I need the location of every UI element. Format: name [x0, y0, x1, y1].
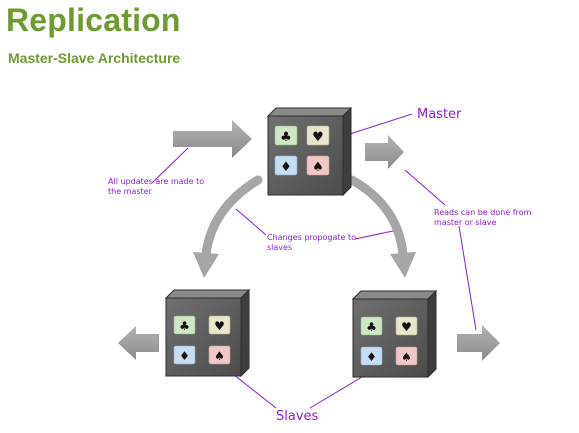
suit-diamonds: ♦ [179, 349, 190, 363]
slave-server-left: ♣ ♥ ♦ ♠ [164, 288, 251, 378]
card-hearts-beige [306, 125, 330, 146]
right-slave-read-arrow [457, 325, 500, 361]
changes-connector-line-left [235, 208, 267, 236]
incoming-updates-arrow [173, 120, 252, 158]
replication-arrow-right [347, 175, 408, 259]
suit-clubs: ♣ [179, 319, 190, 333]
reads-note-line1: Reads can be done from [434, 208, 532, 217]
suit-spades: ♠ [214, 349, 225, 363]
slave-server-right: ♣ ♥ ♦ ♠ [351, 289, 438, 379]
card-diamonds-blue [274, 155, 298, 176]
changes-note-line1: Changes propogate to [267, 233, 356, 242]
slaves-label: Slaves [276, 409, 319, 424]
card-hearts-beige [208, 315, 231, 335]
suit-clubs: ♣ [280, 130, 292, 145]
suit-spades: ♠ [312, 160, 324, 175]
master-server: ♣ ♥ ♦ ♠ [266, 106, 353, 197]
card-clubs-green [360, 316, 383, 336]
page-subtitle: Master-Slave Architecture [8, 50, 181, 66]
page-title: Replication [6, 2, 181, 38]
master-connector-line [349, 113, 413, 135]
master-label: Master [417, 107, 462, 122]
card-clubs-green [274, 125, 298, 146]
reads-note-line2: master or slave [434, 218, 497, 227]
suit-spades: ♠ [401, 350, 412, 364]
suit-hearts: ♥ [312, 130, 324, 145]
suit-diamonds: ♦ [366, 350, 377, 364]
suit-hearts: ♥ [401, 320, 412, 334]
card-diamonds-blue [173, 345, 196, 365]
card-spades-pink [306, 155, 330, 176]
left-slave-read-arrow [118, 326, 159, 360]
updates-note-line1: All updates are made to [108, 177, 204, 186]
slaves-connector-line-right [309, 373, 368, 409]
changes-connector-line-right [354, 230, 394, 240]
card-diamonds-blue [360, 346, 383, 366]
card-spades-pink [208, 345, 231, 365]
changes-note-line2: slaves [267, 243, 292, 252]
replication-arrow-left [201, 175, 263, 259]
replication-arrowhead-right [390, 252, 416, 278]
card-hearts-beige [395, 316, 418, 336]
suit-clubs: ♣ [366, 320, 377, 334]
updates-connector-line [151, 147, 189, 184]
updates-note-line2: the master [108, 187, 153, 196]
suit-hearts: ♥ [214, 319, 225, 333]
suit-diamonds: ♦ [280, 160, 292, 175]
reads-connector-line-master [404, 169, 446, 206]
master-read-arrow [365, 135, 404, 169]
slaves-connector-line-left [228, 370, 277, 409]
reads-connector-line-slave [458, 225, 477, 331]
card-spades-pink [395, 346, 418, 366]
card-clubs-green [173, 315, 196, 335]
replication-arrowhead-left [193, 252, 219, 278]
